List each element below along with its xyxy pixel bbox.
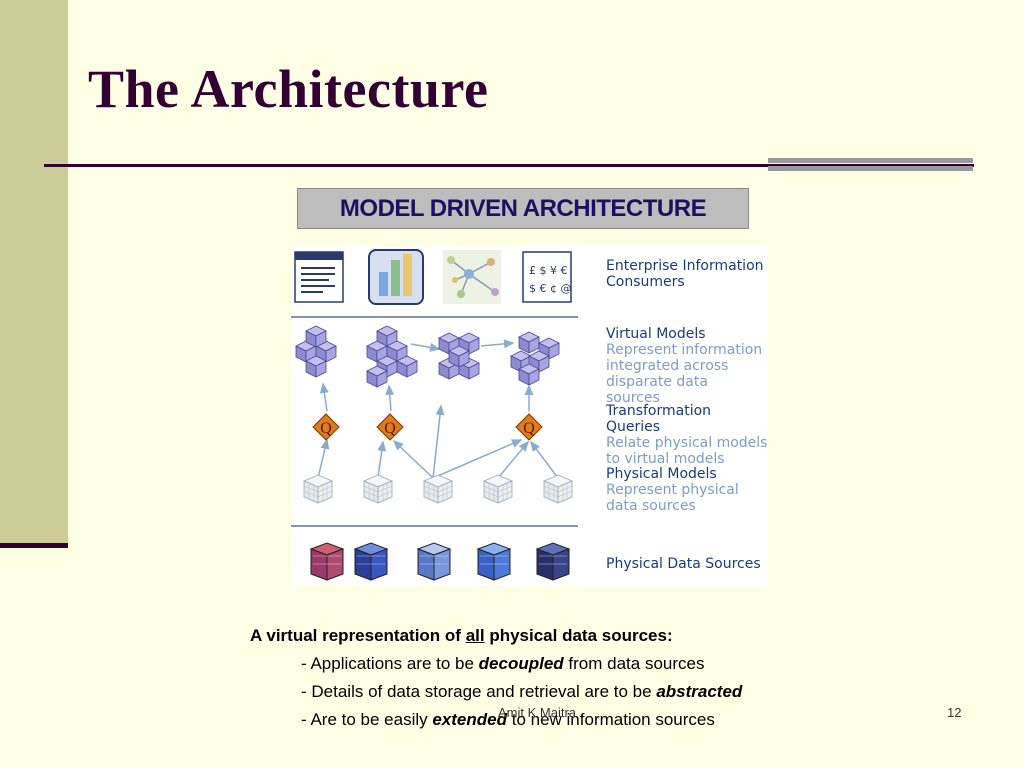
svg-text:$ € ¢ @: $ € ¢ @ (529, 282, 572, 295)
text-line-2: - Applications are to be decoupled from … (301, 654, 705, 673)
query-diamond-3: Q (515, 413, 543, 441)
grey-band (768, 158, 973, 180)
consumers-label: Enterprise Information Consumers (606, 258, 764, 290)
diagram-header: MODEL DRIVEN ARCHITECTURE (297, 188, 749, 229)
virtual-model-2 (366, 325, 418, 388)
query-label-3: Q (523, 420, 535, 437)
page-number: 12 (947, 705, 962, 720)
bar-chart-icon (368, 249, 424, 305)
network-icon (443, 250, 501, 304)
document-icon (294, 251, 344, 303)
title-rule (44, 164, 974, 167)
svg-text:£ $ ¥ €: £ $ ¥ € (529, 264, 567, 277)
physical-models (303, 474, 573, 504)
virtual-model-3 (438, 332, 480, 380)
currency-icon: £ $ ¥ € $ € ¢ @ (522, 251, 572, 303)
transformation-desc: Relate physical models to virtual models (606, 435, 768, 467)
text-line-1: A virtual representation of all physical… (250, 626, 673, 645)
side-rule (0, 543, 68, 548)
query-diamond-2: Q (376, 413, 404, 441)
slide-text: A virtual representation of all physical… (250, 622, 742, 734)
physical-models-title: Physical Models (606, 466, 717, 482)
label-data-sources: Physical Data Sources (606, 556, 768, 572)
label-physical-models: Physical Models Represent physical data … (606, 466, 768, 514)
data-sources (309, 542, 571, 581)
label-transformation: Transformation Queries Relate physical m… (606, 403, 768, 467)
physical-models-desc: Represent physical data sources (606, 482, 739, 514)
data-source-cube (416, 542, 452, 581)
data-source-cube (476, 542, 512, 581)
data-sources-label: Physical Data Sources (606, 556, 761, 572)
label-consumers: Enterprise Information Consumers (606, 258, 766, 290)
text-line-4: - Are to be easily extended to new infor… (301, 710, 715, 729)
data-source-cube (353, 542, 389, 581)
query-label-2: Q (384, 420, 396, 437)
query-label-1: Q (320, 420, 332, 437)
virtual-models-title: Virtual Models (606, 326, 706, 342)
label-virtual-models: Virtual Models Represent information int… (606, 326, 766, 406)
query-diamond-1: Q (312, 413, 340, 441)
text-line-3: - Details of data storage and retrieval … (301, 682, 743, 701)
virtual-models-desc: Represent information integrated across … (606, 342, 763, 406)
data-source-cube (535, 542, 571, 581)
arrows (317, 339, 559, 479)
diagram-header-text: MODEL DRIVEN ARCHITECTURE (339, 194, 707, 222)
architecture-diagram: £ $ ¥ € $ € ¢ @ (291, 246, 768, 586)
virtual-model-1 (295, 325, 337, 378)
side-band (0, 0, 68, 548)
transformation-title: Transformation Queries (606, 403, 712, 435)
data-source-cube (309, 542, 345, 581)
architecture-svg: £ $ ¥ € $ € ¢ @ (291, 249, 578, 581)
slide-title: The Architecture (88, 59, 489, 119)
virtual-model-4 (510, 331, 560, 386)
footer-author: Amit K Maitra (498, 705, 577, 720)
